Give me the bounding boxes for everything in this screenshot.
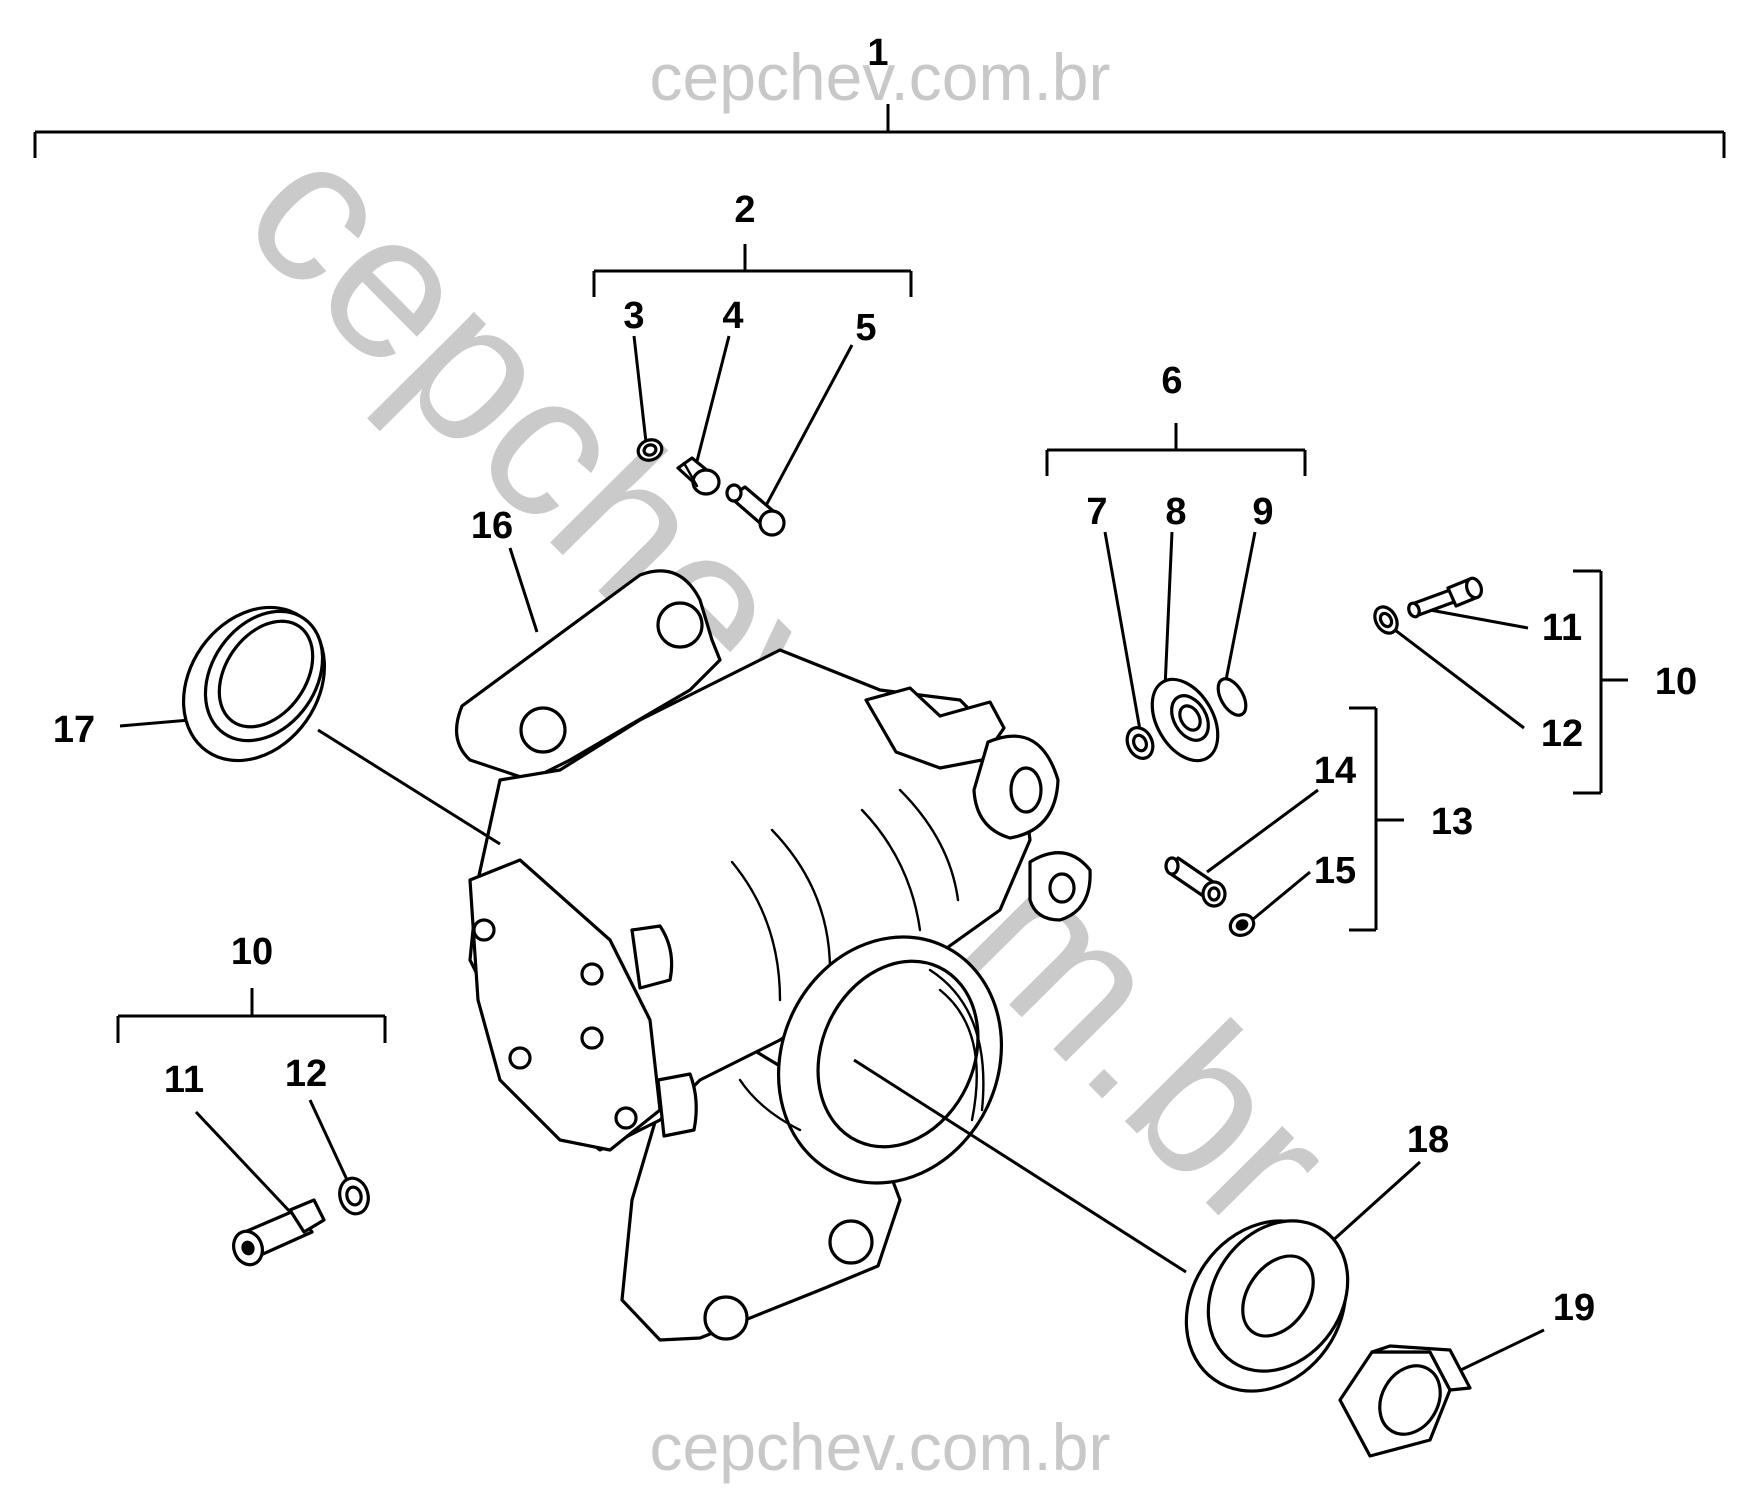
callout-10-right: 10 bbox=[1655, 661, 1697, 703]
callout-14: 14 bbox=[1314, 750, 1356, 792]
callout-15: 15 bbox=[1314, 850, 1356, 892]
callout-17: 17 bbox=[53, 709, 95, 751]
callout-16: 16 bbox=[471, 505, 513, 547]
callout-5: 5 bbox=[855, 307, 876, 349]
seal-ring-17 bbox=[181, 605, 327, 763]
leader-lines-10-right bbox=[1394, 608, 1529, 730]
watermark-bottom: cepchev.com.br bbox=[650, 1410, 1111, 1484]
cap-15 bbox=[1228, 913, 1256, 937]
callout-1: 1 bbox=[867, 32, 888, 74]
leader-lines-6 bbox=[1103, 531, 1257, 731]
axis-line-17 bbox=[317, 728, 501, 846]
leader-16 bbox=[508, 547, 539, 633]
callout-2: 2 bbox=[734, 189, 755, 231]
callout-18: 18 bbox=[1407, 1119, 1449, 1161]
leader-lines-10-left bbox=[194, 1099, 350, 1217]
leader-lines-2 bbox=[632, 335, 854, 514]
watermark-top: cepchev.com.br bbox=[650, 40, 1111, 114]
caliper-housing-16 bbox=[454, 569, 1092, 1342]
ring-seal-3 bbox=[636, 438, 664, 462]
nut-19 bbox=[1338, 1344, 1472, 1458]
seal-disc-8 bbox=[1150, 677, 1220, 763]
leader-lines-13 bbox=[1206, 788, 1319, 922]
axis-line-18 bbox=[853, 1058, 1187, 1274]
bracket-1 bbox=[33, 104, 1726, 158]
bleeder-screw-14 bbox=[1164, 856, 1227, 908]
callout-6: 6 bbox=[1161, 360, 1182, 402]
bleeder-valve-5 bbox=[725, 483, 786, 537]
bracket-2 bbox=[592, 244, 913, 297]
leader-18 bbox=[1318, 1160, 1422, 1254]
callout-13: 13 bbox=[1431, 801, 1473, 843]
bracket-10-left bbox=[116, 988, 387, 1043]
bolt-11-left bbox=[232, 1198, 326, 1267]
bolt-11-right bbox=[1407, 576, 1484, 619]
callout-11-right: 11 bbox=[1542, 607, 1582, 649]
callout-19: 19 bbox=[1553, 1287, 1595, 1329]
callout-12-right: 12 bbox=[1541, 713, 1583, 755]
washer-7 bbox=[1125, 726, 1155, 760]
callout-8: 8 bbox=[1165, 491, 1186, 533]
callout-3: 3 bbox=[623, 295, 644, 337]
callout-7: 7 bbox=[1086, 491, 1107, 533]
bracket-13 bbox=[1349, 706, 1404, 932]
o-ring-9 bbox=[1216, 677, 1248, 717]
callout-10-left: 10 bbox=[231, 931, 273, 973]
leader-17 bbox=[119, 718, 191, 728]
washer-18 bbox=[1184, 1219, 1350, 1393]
washer-12-left bbox=[338, 1176, 370, 1216]
callout-12-left: 12 bbox=[285, 1053, 327, 1095]
callout-9: 9 bbox=[1252, 491, 1273, 533]
bracket-6 bbox=[1045, 423, 1307, 476]
callout-4: 4 bbox=[722, 295, 743, 337]
valve-nut-4 bbox=[676, 456, 721, 496]
callout-11-left: 11 bbox=[164, 1059, 204, 1101]
bracket-10-right bbox=[1573, 569, 1628, 795]
washer-12-right bbox=[1373, 605, 1399, 635]
